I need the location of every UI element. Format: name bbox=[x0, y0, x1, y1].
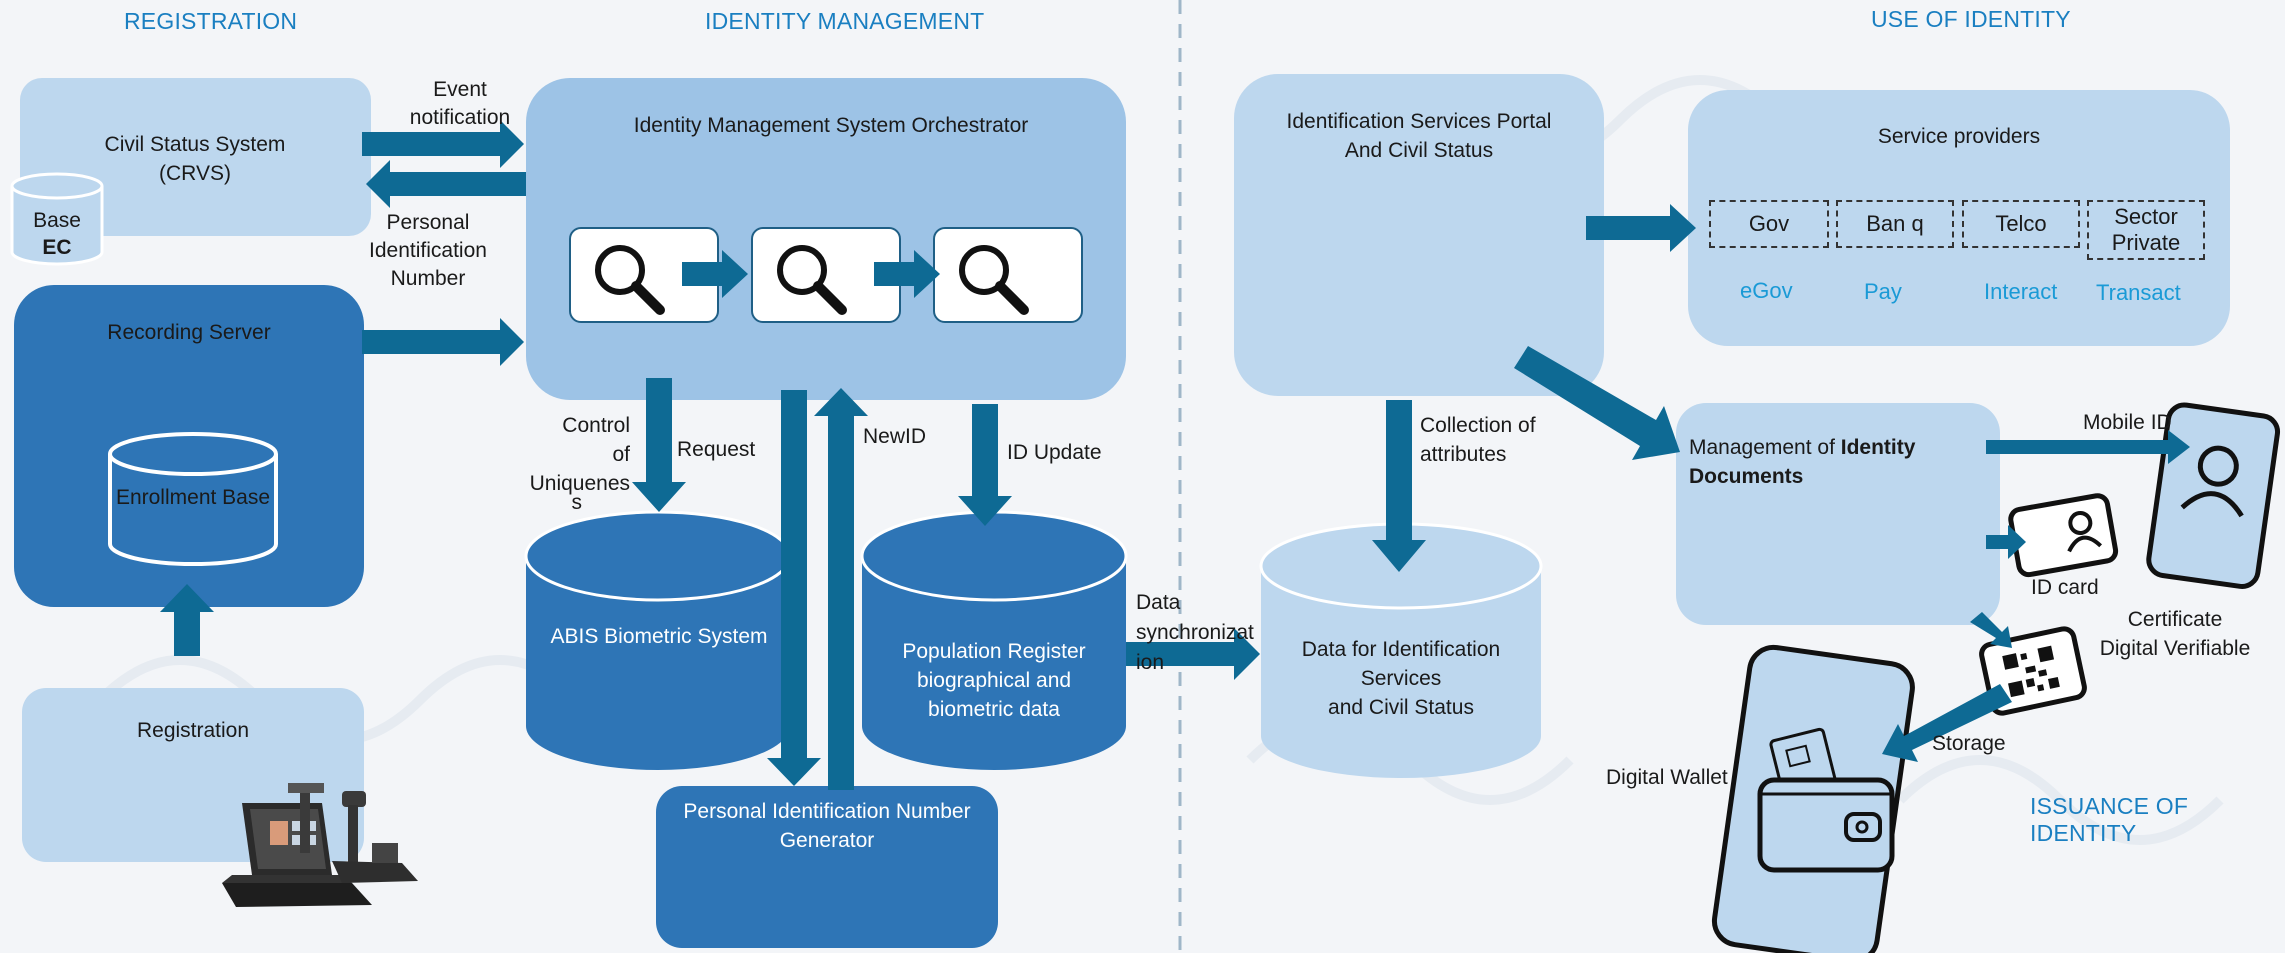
provider-action-egov: eGov bbox=[1740, 278, 1793, 303]
arrow-id-update bbox=[958, 404, 1012, 526]
label-storage: Storage bbox=[1932, 732, 2006, 755]
provider-bank: Ban q bbox=[1836, 200, 1954, 248]
header-issuance-of-identity: ISSUANCE OF IDENTITY bbox=[2030, 793, 2189, 846]
label-certificate: Certificate Digital Verifiable bbox=[2099, 608, 2251, 660]
magnifier-icon bbox=[595, 245, 665, 315]
header-registration: REGISTRATION bbox=[124, 8, 298, 34]
label-event-notification: Event notification bbox=[409, 78, 511, 129]
arrow-data-sync bbox=[1126, 628, 1260, 680]
label-id-update: ID Update bbox=[1007, 441, 1102, 464]
arrow-registration-to-recording bbox=[160, 584, 214, 656]
identification-portal-title: Identification Services Portal And Civil… bbox=[1286, 110, 1552, 162]
population-register-label: Population Register biographical and bio… bbox=[902, 640, 1086, 721]
registration-label: Registration bbox=[136, 719, 250, 742]
provider-telco: Telco bbox=[1962, 200, 2080, 248]
qr-code-icon bbox=[1979, 626, 2087, 716]
laptop-scanner-icon bbox=[222, 783, 418, 907]
provider-private-sector: Sector Private bbox=[2087, 200, 2205, 260]
orchestrator-title: Identity Management System Orchestrator bbox=[633, 114, 1029, 137]
identification-portal-box bbox=[1234, 74, 1604, 396]
wallet-icon bbox=[1757, 727, 1895, 873]
arrow-collection bbox=[1372, 400, 1426, 572]
arrow-recording-to-orchestrator bbox=[362, 318, 524, 366]
recording-server-title: Recording Server bbox=[107, 321, 271, 344]
enrollment-base-label: Enrollment Base bbox=[115, 486, 271, 509]
service-providers-box bbox=[1688, 90, 2230, 346]
digital-wallet-phone-icon bbox=[1711, 644, 1915, 953]
header-use-of-identity: USE OF IDENTITY bbox=[1871, 6, 2071, 32]
base-ec-label: Base EC bbox=[33, 209, 81, 259]
arrow-magnifier-1-2 bbox=[682, 250, 748, 298]
provider-action-transact: Transact bbox=[2096, 280, 2181, 305]
arrow-storage bbox=[1882, 684, 2012, 762]
identity-documents-box bbox=[1676, 403, 2000, 625]
provider-action-interact: Interact bbox=[1984, 279, 2058, 304]
label-data-sync: Data synchronizat ion bbox=[1136, 591, 1254, 674]
pin-generator-label: Personal Identification Number Generator bbox=[683, 800, 971, 852]
arrow-request bbox=[632, 378, 686, 512]
civil-status-title: Civil Status System (CRVS) bbox=[104, 133, 286, 185]
arrow-to-identity-documents bbox=[1514, 346, 1680, 460]
label-personal-id-number: Personal Identification Number bbox=[369, 211, 487, 290]
arrow-personal-id-number bbox=[366, 160, 526, 208]
header-identity-management: IDENTITY MANAGEMENT bbox=[705, 8, 985, 34]
label-mobile-id: Mobile ID bbox=[2083, 411, 2172, 434]
enrollment-base-database-icon bbox=[108, 432, 278, 566]
arrow-mobile-id bbox=[1986, 430, 2190, 464]
arrow-new-id bbox=[814, 388, 868, 790]
arrow-id-card bbox=[1986, 525, 2026, 559]
base-ec-database-icon bbox=[10, 172, 104, 266]
arrow-to-service-providers bbox=[1586, 204, 1696, 252]
magnifier-icon bbox=[959, 245, 1029, 315]
label-collection-of-attributes: Collection of attributes bbox=[1420, 414, 1536, 466]
population-register-database-icon bbox=[860, 510, 1128, 770]
arrow-certificate bbox=[1970, 612, 2012, 648]
magnifier-icon bbox=[777, 245, 847, 315]
arrow-to-pin-generator bbox=[767, 390, 821, 786]
pin-generator-box bbox=[656, 786, 998, 948]
label-id-card: ID card bbox=[2031, 576, 2099, 599]
label-digital-wallet: Digital Wallet bbox=[1606, 766, 1728, 789]
arrow-event-notification bbox=[362, 120, 524, 168]
arrow-magnifier-2-3 bbox=[874, 250, 940, 298]
label-new-id: NewID bbox=[863, 425, 927, 448]
label-request: Request bbox=[677, 438, 756, 461]
identification-data-label: Data for Identification Services and Civ… bbox=[1301, 638, 1501, 719]
provider-action-pay: Pay bbox=[1864, 279, 1902, 304]
provider-gov: Gov bbox=[1709, 200, 1829, 248]
id-card-icon bbox=[2008, 493, 2119, 578]
label-control-of-uniqueness: Control of Uniquenes s bbox=[529, 414, 630, 514]
service-providers-title: Service providers bbox=[1877, 125, 2041, 148]
abis-label: ABIS Biometric System bbox=[550, 625, 768, 648]
